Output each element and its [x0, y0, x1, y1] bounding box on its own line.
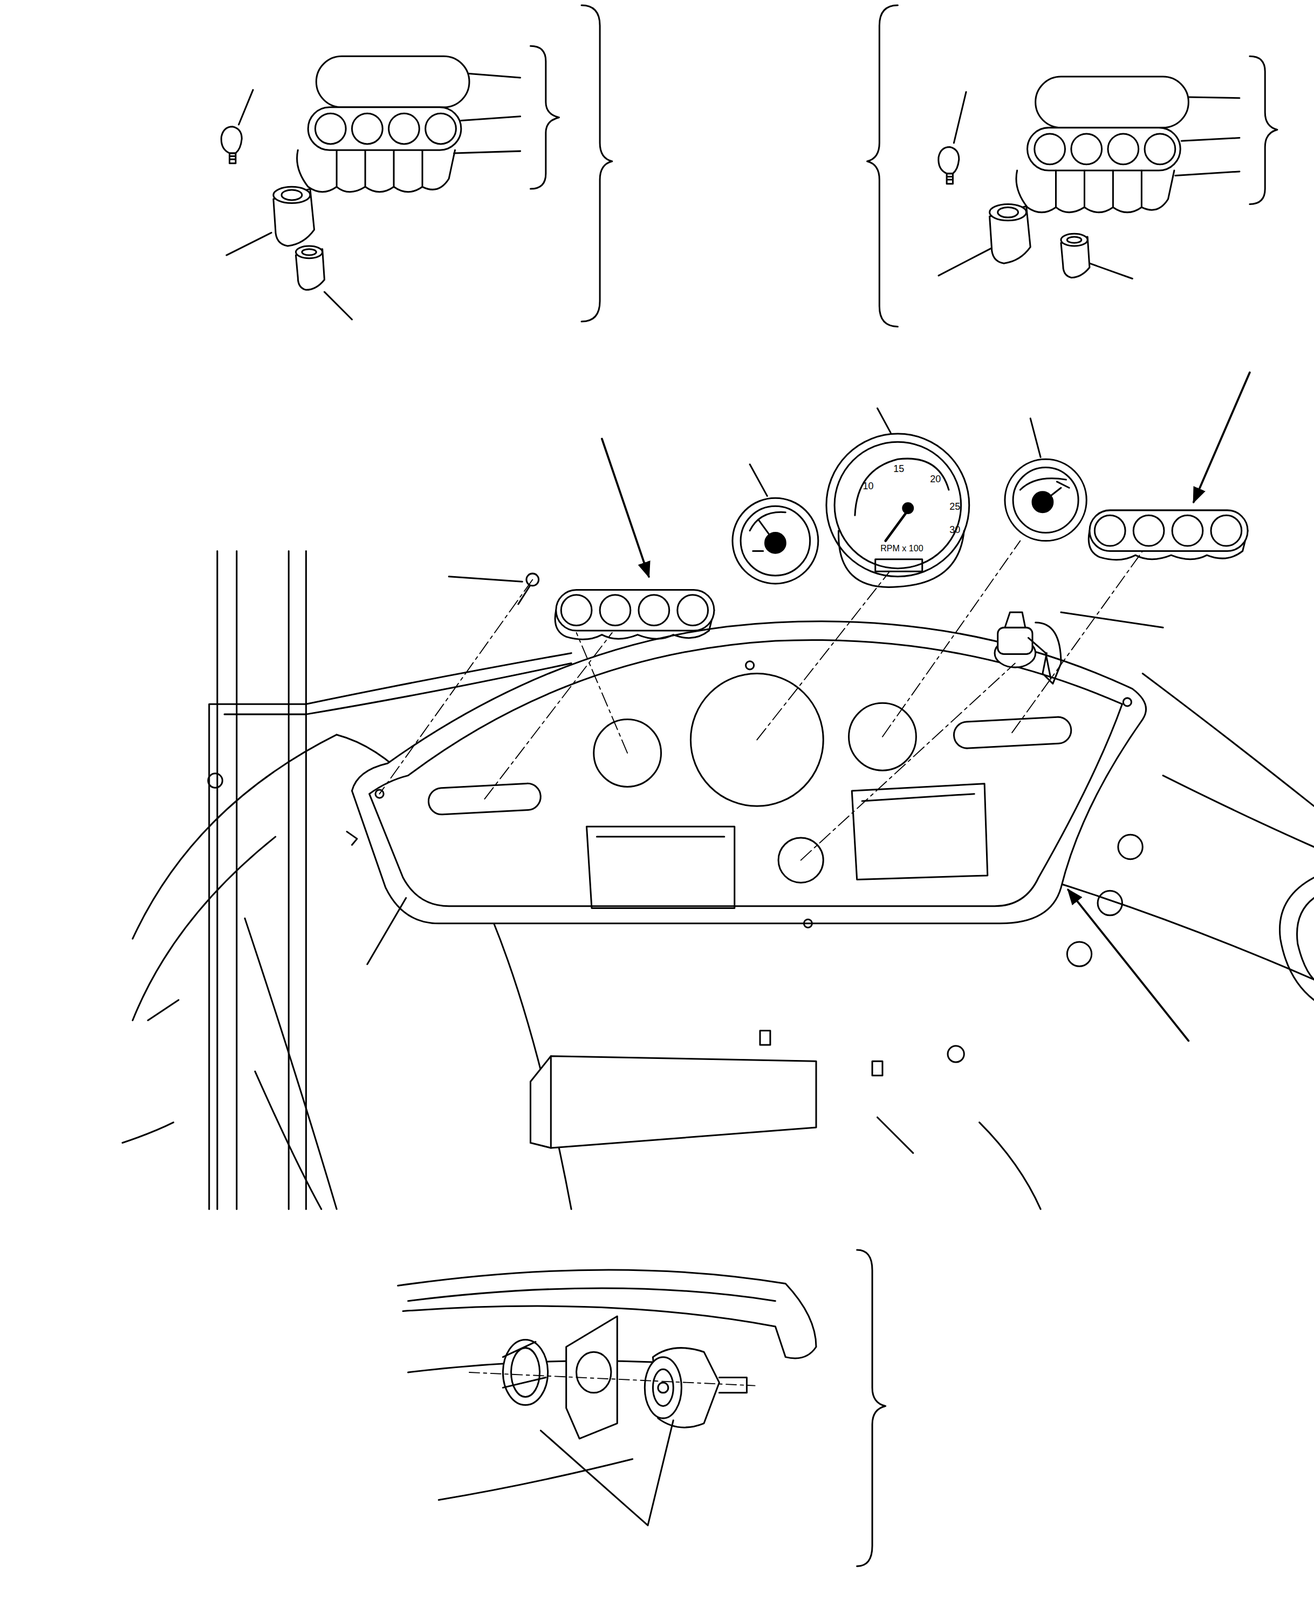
dial-number: 20	[929, 474, 941, 485]
dial-number: 15	[893, 464, 905, 475]
dial-number: 10	[863, 481, 874, 492]
gauge-unit: RPM x 100	[880, 543, 923, 553]
dial-number: 30	[949, 525, 961, 536]
dial-number: 25	[949, 502, 961, 512]
